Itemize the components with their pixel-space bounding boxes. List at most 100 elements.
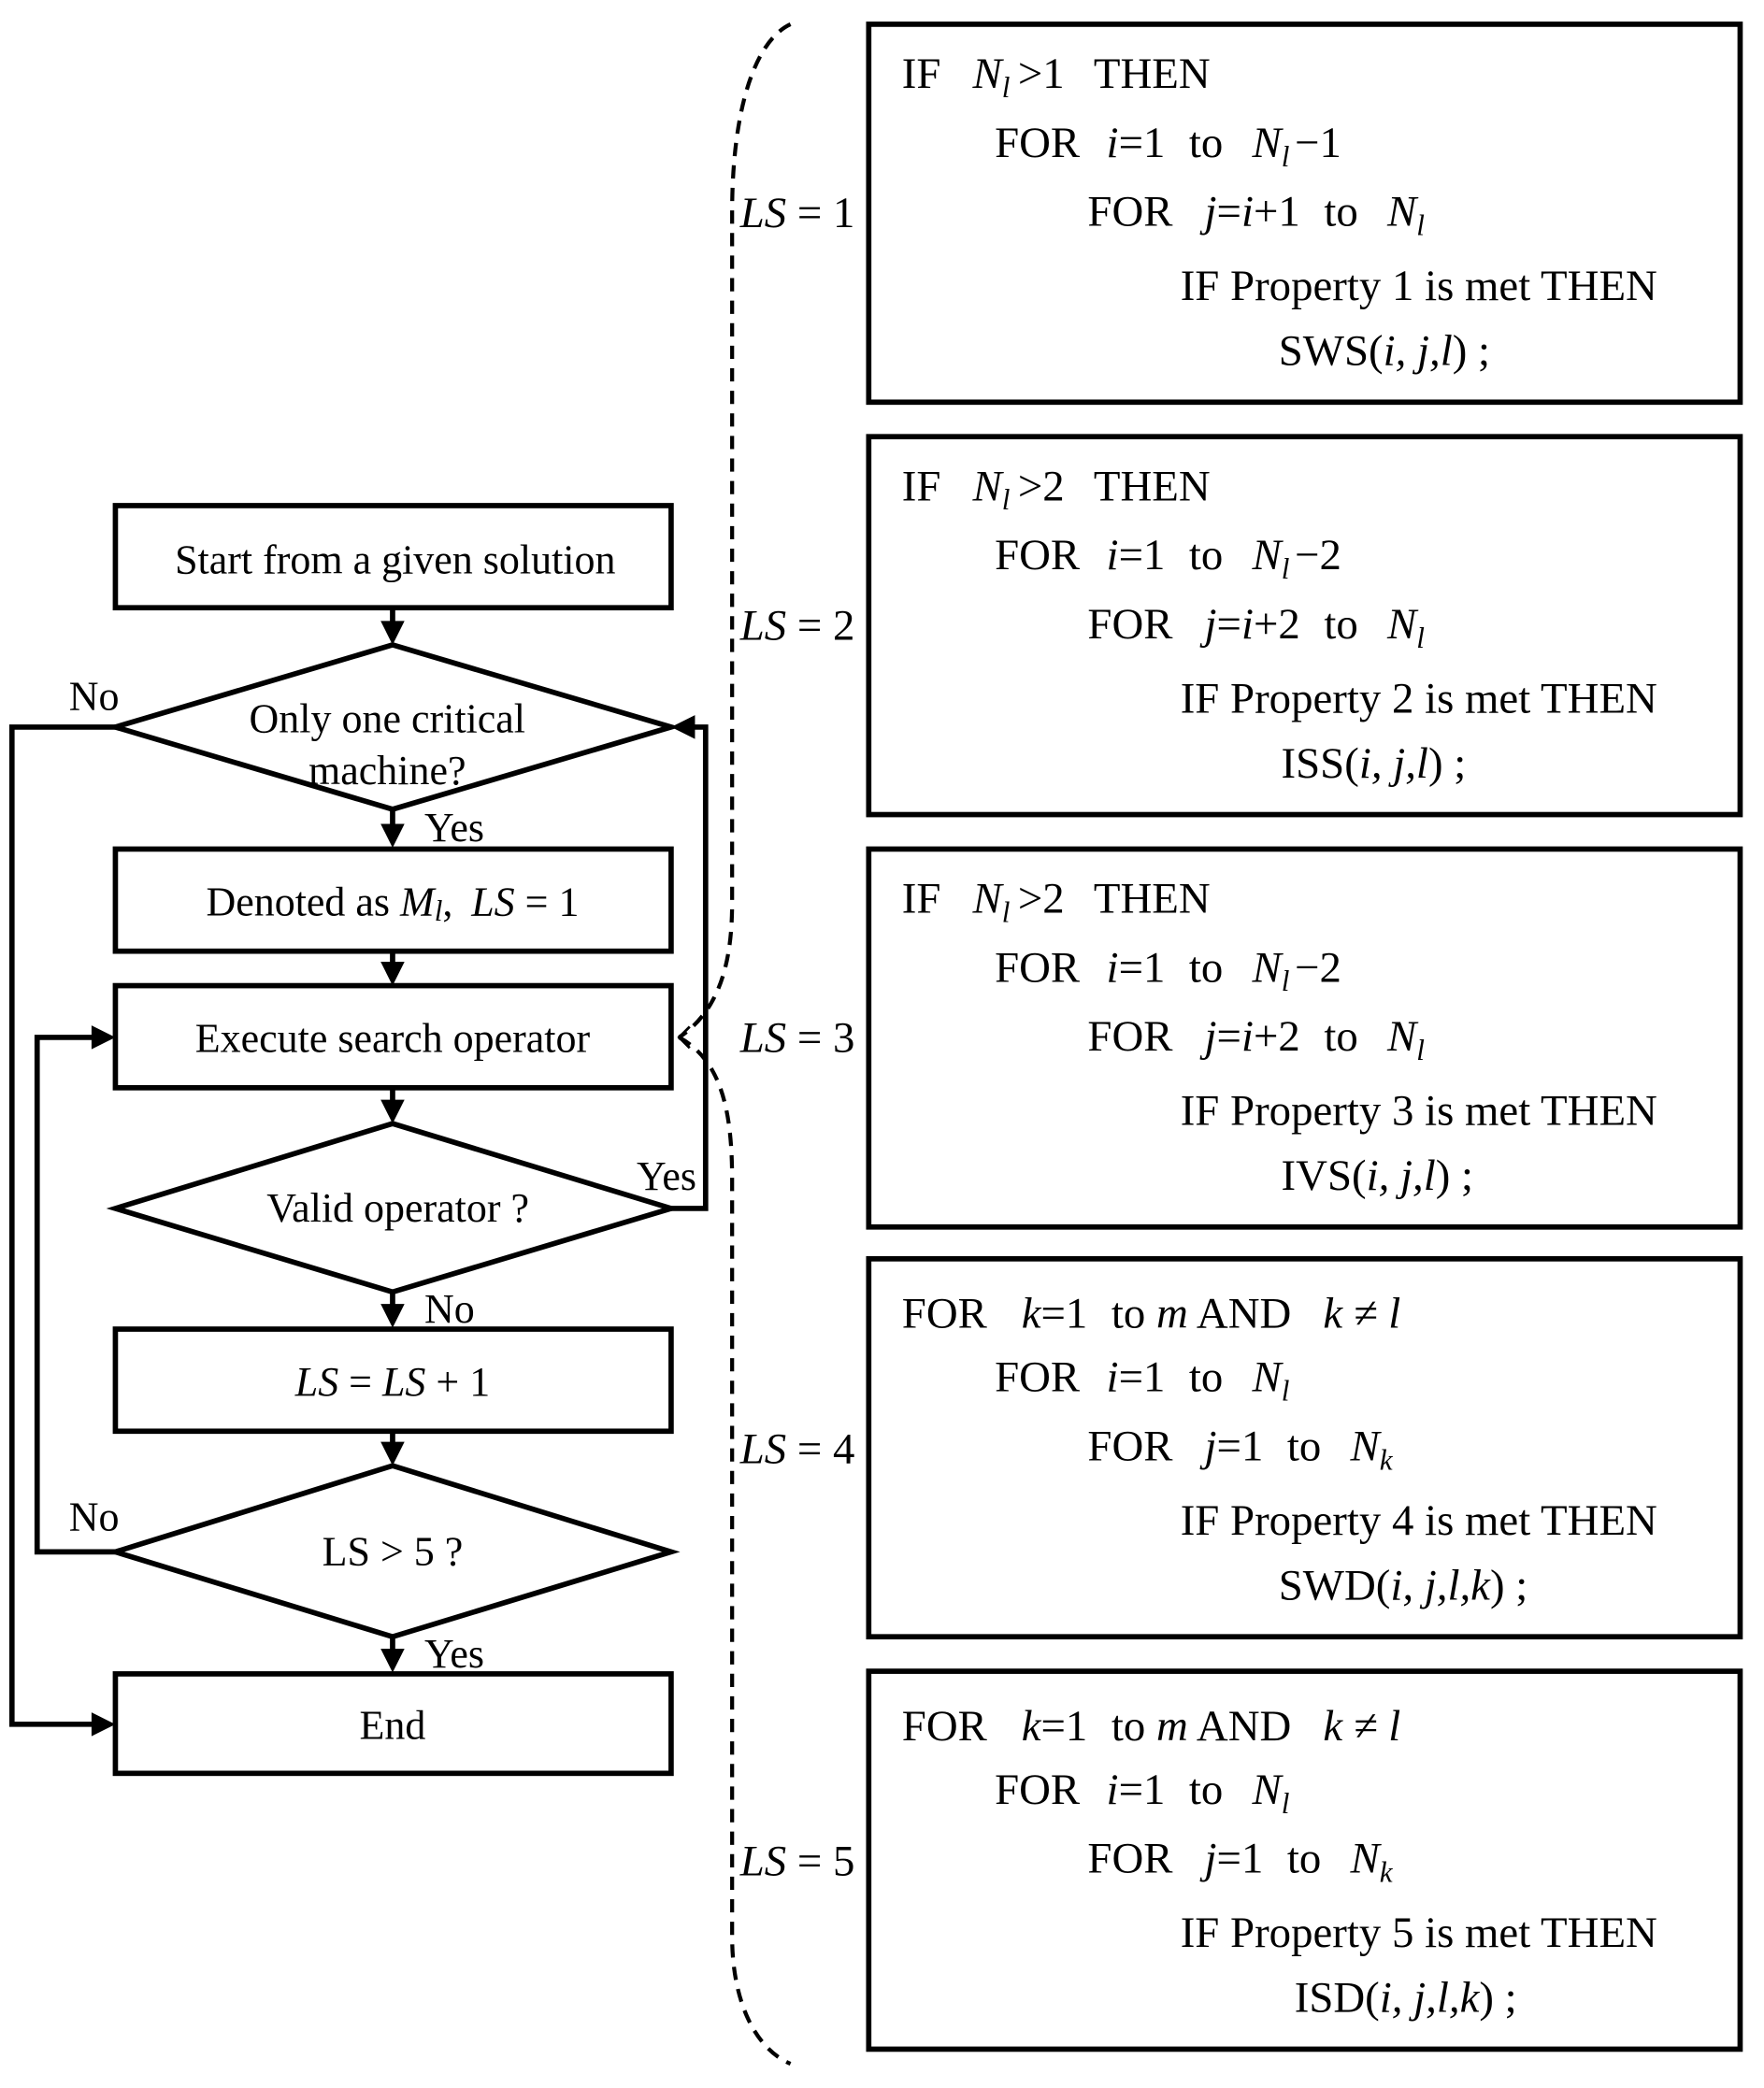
code-token: l bbox=[1002, 71, 1011, 104]
code-token: i, j,l bbox=[1359, 739, 1428, 788]
code-token: to bbox=[1111, 1702, 1156, 1751]
code-token: =1 bbox=[1217, 1835, 1264, 1883]
edge-label-no: No bbox=[69, 1494, 120, 1540]
edge-label-no: No bbox=[424, 1286, 475, 1332]
code-token: =1 bbox=[1041, 1290, 1088, 1338]
code-line: IF Property 3 is met THEN bbox=[1181, 1087, 1657, 1136]
code-token: N bbox=[1252, 1353, 1284, 1402]
connector-no-loop bbox=[34, 1035, 116, 1555]
decision-valid-operator: Valid operator ? bbox=[106, 1121, 681, 1295]
code-token: i, j,l,k bbox=[1380, 1974, 1481, 2023]
code-token: N bbox=[1386, 188, 1419, 236]
denoted-sub: l bbox=[435, 894, 443, 927]
arrowhead-icon bbox=[670, 715, 696, 739]
code-token: FOR bbox=[1087, 1423, 1173, 1471]
code-token: ( bbox=[1352, 1151, 1367, 1200]
edge-label-yes: Yes bbox=[424, 805, 484, 851]
code-token: = 2 bbox=[786, 601, 854, 650]
arrowhead-icon bbox=[380, 1441, 405, 1466]
increment-ls1: LS bbox=[294, 1359, 338, 1405]
code-token: i, j,l,k bbox=[1390, 1561, 1491, 1609]
code-token: k bbox=[1380, 1443, 1394, 1476]
svg-text:LS = LS + 1: LS = LS + 1 bbox=[294, 1359, 490, 1405]
code-token: AND bbox=[1188, 1702, 1292, 1751]
decision-ls-gt-5: LS > 5 ? bbox=[106, 1463, 681, 1640]
code-token: FOR bbox=[995, 531, 1081, 579]
code-token: ) ; bbox=[1453, 327, 1490, 376]
code-token: to bbox=[1189, 943, 1223, 992]
ls-label-5: LS = 5 bbox=[739, 1838, 855, 1886]
increment-node: LS = LS + 1 bbox=[112, 1326, 674, 1435]
decision-critical-machine: Only one critical machine? bbox=[106, 641, 681, 812]
code-token: l bbox=[1282, 140, 1290, 173]
brace-upper bbox=[678, 22, 792, 1039]
code-token: to bbox=[1189, 1766, 1223, 1814]
arrowhead-icon bbox=[91, 1025, 116, 1050]
code-token: i, j,l bbox=[1367, 1151, 1436, 1200]
code-token: i bbox=[1107, 531, 1119, 579]
code-token: IVS bbox=[1282, 1151, 1352, 1200]
code-token: +2 bbox=[1254, 1012, 1300, 1061]
code-token: to bbox=[1324, 600, 1357, 649]
code-token: FOR bbox=[995, 1353, 1081, 1402]
code-token: −2 bbox=[1295, 943, 1341, 992]
code-token: FOR bbox=[1087, 1012, 1173, 1061]
ls-label-4: LS = 4 bbox=[739, 1424, 855, 1473]
code-token: THEN bbox=[1094, 50, 1211, 98]
arrowhead-icon bbox=[380, 823, 405, 849]
code-token: l bbox=[1416, 622, 1425, 654]
decision-critical-line1: Only one critical bbox=[250, 696, 525, 742]
arrowhead-icon bbox=[380, 962, 405, 986]
code-token: k bbox=[1022, 1290, 1042, 1338]
decision-valid-label: Valid operator ? bbox=[266, 1185, 529, 1231]
code-token: j bbox=[1200, 1423, 1217, 1471]
code-token: LS bbox=[739, 189, 786, 237]
dashed-brace bbox=[677, 22, 792, 2067]
ls-label-2: LS = 2 bbox=[739, 601, 855, 650]
code-token: N bbox=[1252, 943, 1284, 992]
code-token: N bbox=[1386, 600, 1419, 649]
code-token: to bbox=[1287, 1835, 1321, 1883]
code-token: N bbox=[1252, 531, 1284, 579]
code-token: l bbox=[1282, 552, 1290, 585]
code-token: FOR bbox=[1087, 188, 1173, 236]
code-token: >2 bbox=[1018, 875, 1065, 923]
increment-ls2: LS bbox=[381, 1359, 425, 1405]
code-token: = 4 bbox=[786, 1424, 854, 1473]
denoted-var: M bbox=[399, 879, 437, 924]
code-token: +1 bbox=[1254, 188, 1300, 236]
code-line: ISS(i, j,l) ; bbox=[1282, 739, 1467, 788]
brace-pointer-icon bbox=[677, 1025, 691, 1050]
code-token: THEN bbox=[1094, 462, 1211, 510]
code-token: LS bbox=[739, 1014, 786, 1063]
code-token: k ≠ l bbox=[1323, 1702, 1400, 1751]
ls-label-1: LS = 1 bbox=[739, 189, 855, 237]
edge-label-yes: Yes bbox=[637, 1153, 696, 1199]
code-line: IF Property 5 is met THEN bbox=[1181, 1909, 1657, 1957]
code-token: l bbox=[1282, 965, 1290, 997]
brace-lower bbox=[678, 1036, 792, 2067]
code-token: to bbox=[1287, 1423, 1321, 1471]
code-token: =1 bbox=[1119, 119, 1166, 167]
code-token: = 1 bbox=[786, 189, 854, 237]
code-token: AND bbox=[1188, 1290, 1292, 1338]
code-token: ) ; bbox=[1428, 739, 1466, 788]
decision-critical-line2: machine? bbox=[308, 748, 466, 794]
code-line: SWD(i, j,l,k) ; bbox=[1279, 1561, 1528, 1609]
code-token: l bbox=[1002, 483, 1011, 516]
code-token: SWD bbox=[1279, 1561, 1376, 1609]
code-token: FOR bbox=[995, 1766, 1081, 1814]
code-token: =1 bbox=[1217, 1423, 1264, 1471]
code-token: l bbox=[1416, 209, 1425, 242]
code-token: SWS bbox=[1279, 327, 1369, 376]
code-token: = bbox=[1217, 188, 1241, 236]
code-token: i, j,l bbox=[1384, 327, 1453, 376]
denoted-node: Denoted as Ml,LS = 1 bbox=[112, 846, 674, 954]
